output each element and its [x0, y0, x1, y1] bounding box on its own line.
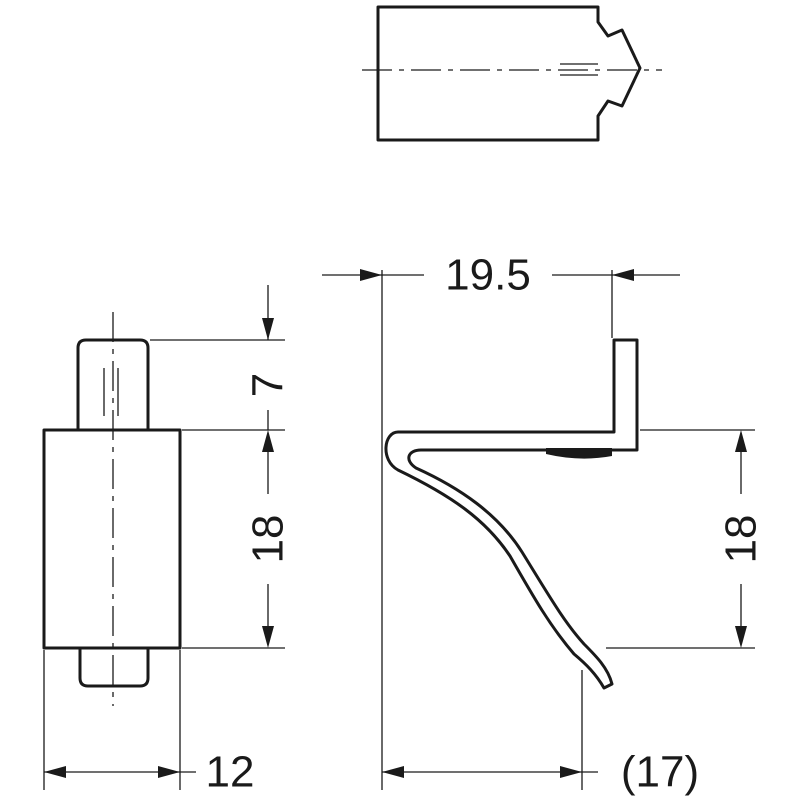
dimension-arrow — [560, 766, 582, 778]
dimension-arrow — [735, 430, 747, 452]
body-width-label: 12 — [206, 748, 255, 797]
dimension-arrow — [262, 626, 274, 648]
pin-height-label: 7 — [244, 373, 293, 397]
top-view-outline — [376, 5, 642, 142]
dimension-arrow — [360, 269, 382, 281]
bracket-depth-label: 19.5 — [445, 251, 531, 300]
dimension-arrow — [612, 269, 634, 281]
top-view — [362, 5, 662, 142]
dimension-arrow — [735, 626, 747, 648]
bracket-reach-label: (17) — [621, 748, 699, 797]
dimension-arrow — [262, 318, 274, 340]
side-view: 19.5 18 (17) — [322, 251, 766, 797]
bracket-height-label: 18 — [717, 515, 766, 564]
lower-pin — [78, 646, 150, 688]
dimension-arrow — [158, 766, 180, 778]
dimension-arrow — [262, 430, 274, 452]
body-height-label: 18 — [244, 515, 293, 564]
clip-profile — [384, 338, 639, 690]
front-view: 7 18 12 — [42, 285, 293, 797]
dimension-arrow — [382, 766, 404, 778]
support-body — [42, 428, 182, 650]
dimension-arrow — [44, 766, 66, 778]
clip-pad — [546, 448, 612, 459]
